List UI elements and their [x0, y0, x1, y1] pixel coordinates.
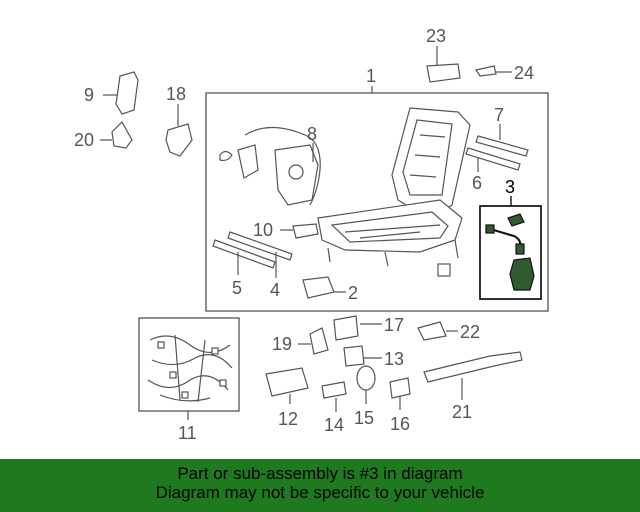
callout-2[interactable]: 2 — [348, 283, 358, 303]
recliner-bracket-part[interactable] — [219, 126, 321, 206]
clip-part — [437, 263, 451, 277]
callout-21[interactable]: 21 — [452, 402, 472, 422]
callout-14[interactable]: 14 — [324, 415, 344, 435]
callout-9[interactable]: 9 — [84, 85, 94, 105]
part-16[interactable] — [389, 377, 411, 399]
part-19[interactable] — [309, 327, 329, 355]
callout-4[interactable]: 4 — [270, 280, 280, 300]
part-17[interactable] — [333, 315, 359, 341]
part-23[interactable] — [426, 63, 461, 83]
part-15[interactable] — [356, 365, 376, 391]
part-20[interactable] — [111, 121, 133, 149]
callout-12[interactable]: 12 — [278, 409, 298, 429]
part-24[interactable] — [475, 65, 497, 77]
highlighted-part-3[interactable] — [485, 213, 535, 291]
callout-22[interactable]: 22 — [460, 322, 480, 342]
part-13[interactable] — [343, 345, 365, 367]
part-21[interactable] — [423, 351, 523, 383]
wiring-harness-part[interactable] — [147, 334, 233, 403]
part-2[interactable] — [302, 276, 335, 299]
callout-15[interactable]: 15 — [354, 408, 374, 428]
seat-frame-part[interactable] — [317, 107, 471, 267]
part-12[interactable] — [265, 367, 309, 397]
callout-18[interactable]: 18 — [166, 84, 186, 104]
callout-11[interactable]: 11 — [178, 423, 197, 443]
banner-line-2: Diagram may not be specific to your vehi… — [155, 483, 485, 502]
callout-19[interactable]: 19 — [272, 334, 292, 354]
harness-box — [138, 317, 240, 412]
callout-5[interactable]: 5 — [232, 278, 242, 298]
seat-track-cover-6-part[interactable] — [465, 147, 521, 171]
callout-6[interactable]: 6 — [472, 173, 482, 193]
callout-16[interactable]: 16 — [390, 414, 410, 434]
assembly-box — [205, 92, 549, 312]
part-9[interactable] — [115, 71, 139, 115]
callout-1[interactable]: 1 — [366, 66, 376, 86]
callout-23[interactable]: 23 — [426, 26, 446, 46]
callout-8[interactable]: 8 — [307, 124, 317, 144]
callout-13[interactable]: 13 — [384, 349, 404, 369]
callout-10[interactable]: 10 — [253, 220, 273, 240]
callout-3[interactable]: 3 — [505, 177, 515, 197]
callout-20[interactable]: 20 — [74, 130, 94, 150]
seat-track-cover-7-part[interactable] — [475, 135, 529, 157]
part-22[interactable] — [417, 321, 447, 341]
part-14[interactable] — [321, 381, 347, 399]
banner-line-1: Part or sub-assembly is #3 in diagram — [177, 464, 463, 483]
footer-banner: Part or sub-assembly is #3 in diagram Di… — [0, 459, 640, 512]
track-rail-5-part[interactable] — [212, 239, 276, 269]
callout-17[interactable]: 17 — [384, 315, 404, 335]
callout-7[interactable]: 7 — [494, 105, 504, 125]
part-18[interactable] — [165, 123, 193, 157]
part-10[interactable] — [292, 223, 319, 239]
callout-24[interactable]: 24 — [514, 63, 534, 83]
